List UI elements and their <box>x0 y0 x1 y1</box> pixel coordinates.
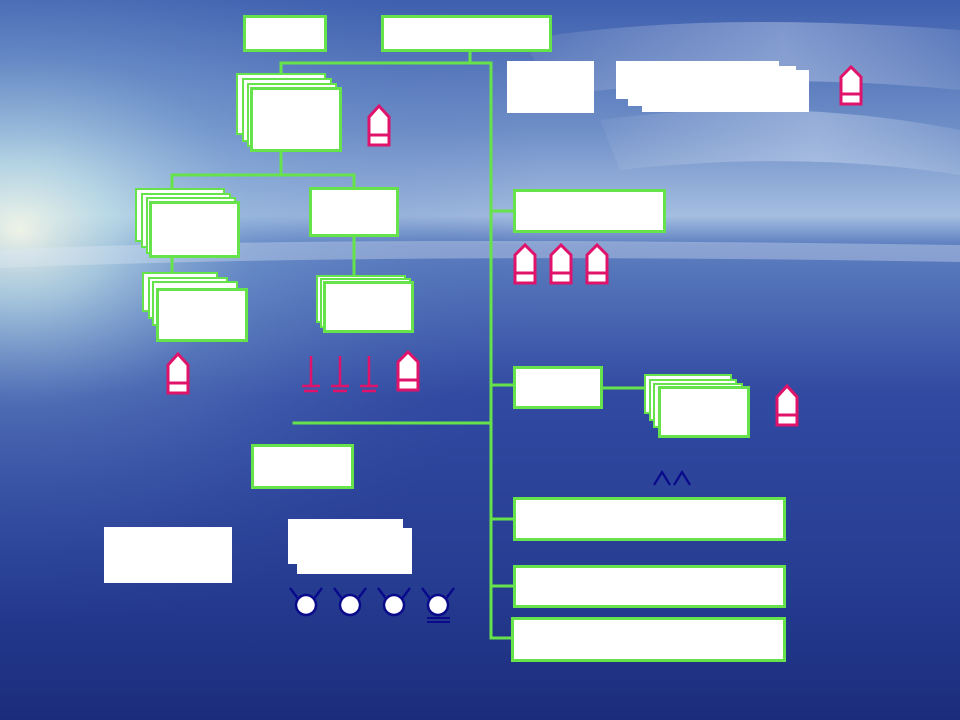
bottom-left-plain-box <box>104 527 232 583</box>
stack-sheet-front <box>250 87 342 152</box>
pentagon-house-icon <box>367 103 391 147</box>
pentagon-house-icon <box>166 351 190 395</box>
lower-left-box <box>251 444 354 489</box>
top-center-box <box>381 15 552 52</box>
right-branch-box-2 <box>513 366 603 409</box>
right-branch-box-5 <box>511 617 786 662</box>
top-left-box <box>243 15 327 52</box>
circle-v-icon <box>289 587 323 617</box>
top-right-plain-box <box>507 61 594 113</box>
stack-sheet-front <box>658 386 750 438</box>
right-branch-box-3 <box>513 497 786 541</box>
pentagon-house-icon <box>775 383 799 427</box>
right-branch-box-4 <box>513 565 786 608</box>
circle-v-icon <box>333 587 367 617</box>
level4-left-stacked-box <box>142 272 248 342</box>
stack-sheet-front <box>323 281 414 333</box>
stack-sheet <box>642 70 809 112</box>
top-right-plain-stack <box>616 61 809 112</box>
caret-up-icon <box>653 469 671 486</box>
stack-sheet-front <box>149 201 240 258</box>
pentagon-house-icon <box>839 64 863 106</box>
stack-sheet-front <box>156 288 248 342</box>
right-branch-box-1 <box>513 189 666 233</box>
level3-left-stacked-box <box>135 188 240 258</box>
pentagon-house-icon <box>513 242 537 285</box>
level2-stacked-box <box>236 73 342 152</box>
bottom-center-plain-stack <box>288 519 412 574</box>
level3-right-box <box>309 187 399 237</box>
level4-right-stacked-box <box>316 275 414 333</box>
circle-v-icon <box>377 587 411 617</box>
right-branch-stacked-box <box>644 374 750 438</box>
pentagon-house-icon <box>585 242 609 285</box>
pentagon-house-icon <box>549 242 573 285</box>
stack-sheet <box>297 528 412 574</box>
caret-up-icon <box>673 469 691 486</box>
circle-v-icon <box>421 587 455 623</box>
inverted-t-icon <box>302 356 320 393</box>
pentagon-house-icon <box>396 349 420 392</box>
inverted-t-icon <box>331 356 349 393</box>
inverted-t-icon <box>360 356 378 393</box>
